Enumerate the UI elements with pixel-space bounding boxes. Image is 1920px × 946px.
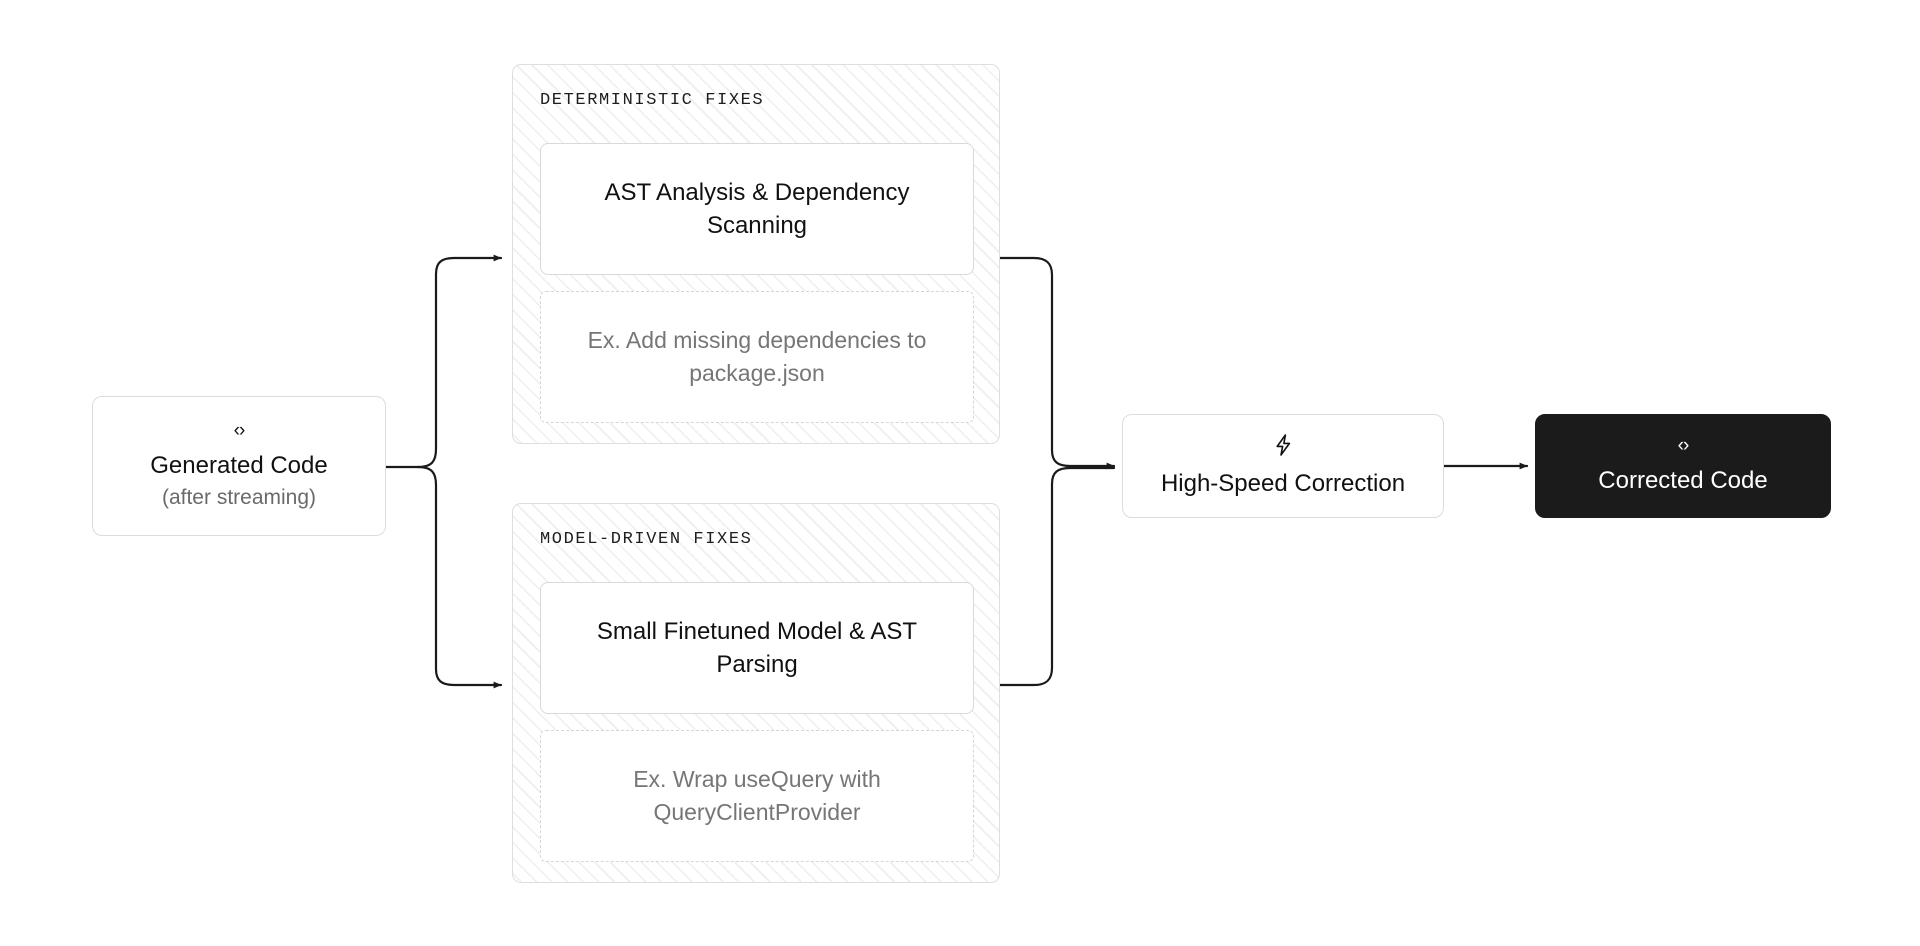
card-example-text: Ex. Add missing dependencies to package.… [587, 326, 927, 386]
group-label: DETERMINISTIC FIXES [540, 91, 765, 110]
node-title: Generated Code [150, 451, 328, 479]
node-corrected-code[interactable]: ‹› Corrected Code [1535, 414, 1831, 518]
group-model-driven-fixes: MODEL-DRIVEN FIXES Small Finetuned Model… [512, 503, 1000, 883]
node-subtitle: (after streaming) [161, 485, 317, 509]
card-method-text: Small Finetuned Model & AST Parsing [596, 617, 918, 678]
connector-deterministic-to-highspeed [998, 256, 1116, 470]
card-example: Ex. Wrap useQuery with QueryClientProvid… [540, 730, 974, 862]
card-method-text: AST Analysis & Dependency Scanning [604, 178, 910, 239]
group-deterministic-fixes: DETERMINISTIC FIXES AST Analysis & Depen… [512, 64, 1000, 444]
card-example-text: Ex. Wrap useQuery with QueryClientProvid… [633, 765, 881, 825]
node-title: Corrected Code [1598, 467, 1768, 494]
node-title: High-Speed Correction [1160, 469, 1406, 497]
lightning-bolt-icon [1275, 433, 1292, 460]
connector-generated-to-model-driven [416, 465, 503, 689]
code-icon: ‹› [233, 419, 246, 441]
card-example: Ex. Add missing dependencies to package.… [540, 291, 974, 423]
connector-model-driven-to-highspeed [998, 466, 1116, 687]
card-method[interactable]: Small Finetuned Model & AST Parsing [540, 582, 974, 714]
connector-generated-to-deterministic [416, 254, 503, 469]
card-method[interactable]: AST Analysis & Dependency Scanning [540, 143, 974, 275]
code-icon: ‹› [1677, 435, 1690, 456]
node-generated-code[interactable]: ‹› Generated Code (after streaming) [92, 396, 386, 536]
node-high-speed-correction[interactable]: High-Speed Correction [1122, 414, 1444, 518]
group-label: MODEL-DRIVEN FIXES [540, 530, 753, 549]
